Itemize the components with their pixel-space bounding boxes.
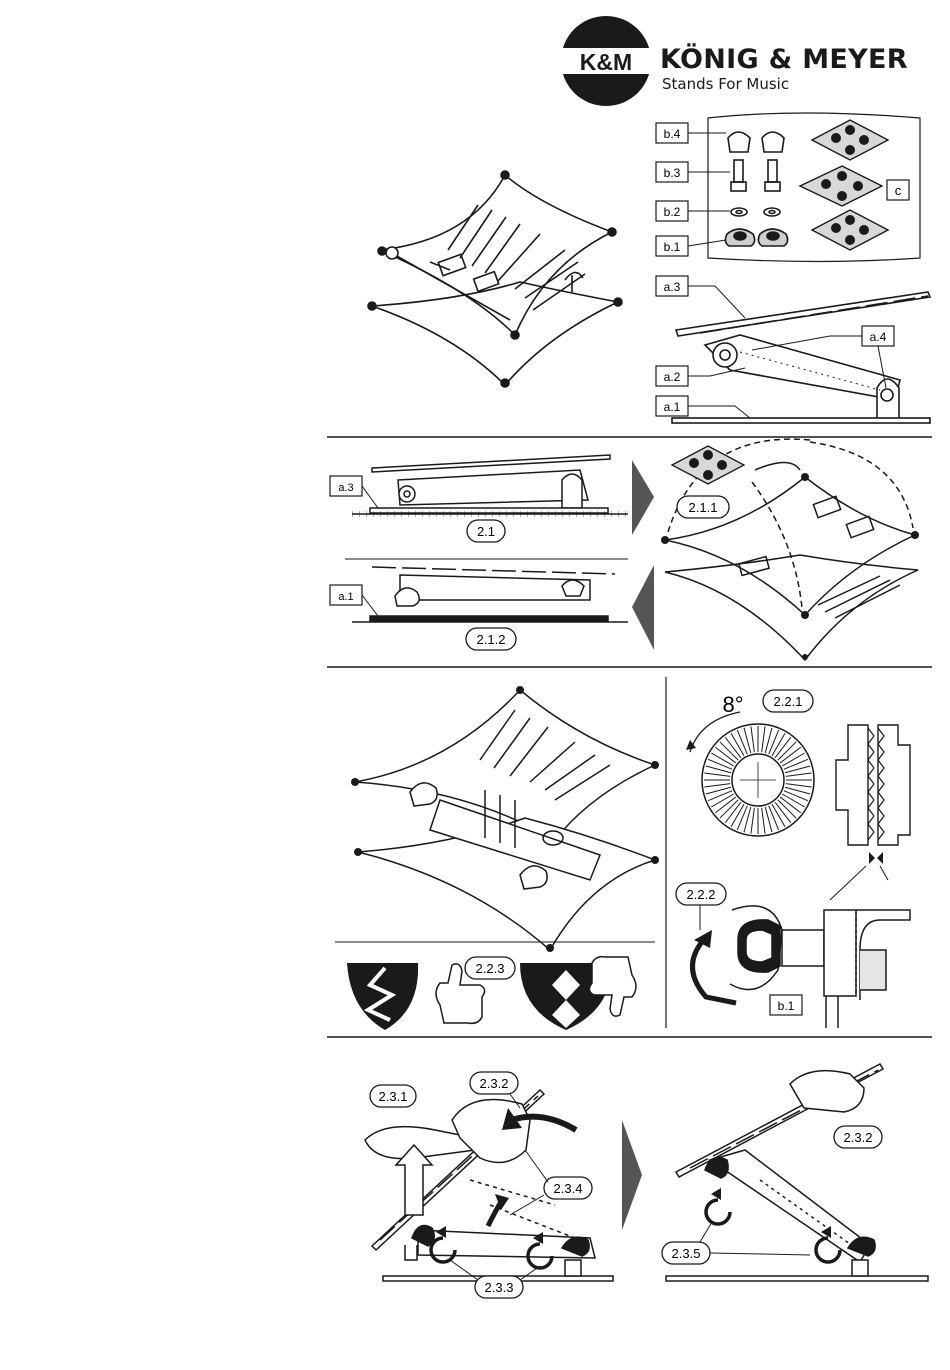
step-label-2-3-3: 2.3.3 <box>485 1280 514 1295</box>
step-label-2-3-2b: 2.3.2 <box>844 1130 873 1145</box>
part-label-b3: b.3 <box>664 166 681 180</box>
step-label-2-1-1: 2.1.1 <box>689 500 718 515</box>
step-label-2-1-2: 2.1.2 <box>477 632 506 647</box>
stand-overview-drawing <box>368 171 622 387</box>
step-label-2-2-2: 2.2.2 <box>687 887 716 902</box>
step-label-2-2-1: 2.2.1 <box>774 694 803 709</box>
parts-panel: b.4 b.3 b.2 b.1 c <box>656 113 920 262</box>
km-logo: K&M <box>561 16 651 106</box>
logo-mark-text: K&M <box>580 49 632 75</box>
step-2-2-2-drawing: 2.2.2 b.1 <box>676 883 910 1028</box>
side-view-drawing: a.3 a.4 a.2 a.1 <box>656 276 930 423</box>
step-2-2-drawing: 2.2.3 <box>335 686 659 1030</box>
step-label-2-3-1: 2.3.1 <box>379 1089 408 1104</box>
step-label-2-3-2: 2.3.2 <box>480 1076 509 1091</box>
part-label-a1: a.1 <box>664 400 681 414</box>
part-label-a2: a.2 <box>664 370 681 384</box>
step-label-a3: a.3 <box>338 482 353 494</box>
step-label-2-3-5: 2.3.5 <box>672 1246 701 1261</box>
step-2-3-drawing: 2.3.1 2.3.2 2.3.4 2.3.3 <box>365 1064 928 1298</box>
step-label-2-2-3: 2.2.3 <box>476 961 505 976</box>
step-label-a1: a.1 <box>338 591 353 603</box>
rotation-angle-label: 8° <box>722 692 743 717</box>
part-label-c: c <box>895 183 902 198</box>
part-label-b1: b.1 <box>664 240 681 254</box>
brand-name: KÖNIG & MEYER <box>660 44 908 75</box>
step-label-2-3-4: 2.3.4 <box>554 1181 583 1196</box>
part-label-a4: a.4 <box>870 330 887 344</box>
step-2-1-1-drawing: 2.1.1 <box>661 439 919 660</box>
step-label-b1: b.1 <box>778 999 795 1013</box>
brand-tagline: Stands For Music <box>662 75 789 93</box>
step-2-1-drawing: a.3 2.1 a.1 2.1.2 <box>330 455 654 650</box>
step-label-2-1: 2.1 <box>477 524 495 539</box>
part-label-b2: b.2 <box>664 205 681 219</box>
step-2-2-1-drawing: 8° 2.2.1 <box>686 690 910 900</box>
part-label-b4: b.4 <box>664 127 681 141</box>
part-label-a3: a.3 <box>664 280 681 294</box>
